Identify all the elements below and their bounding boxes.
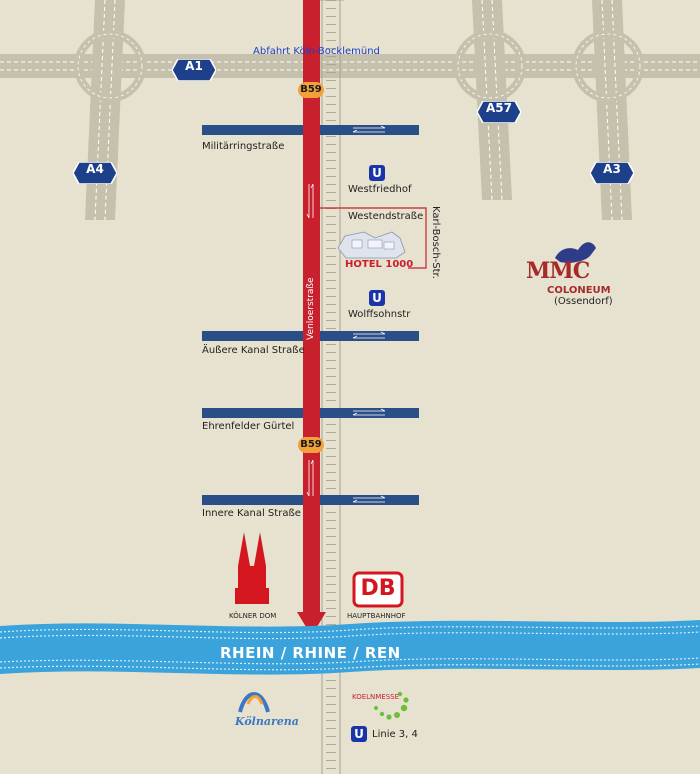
mmc-name: COLONEUM (547, 285, 611, 296)
river-label: RHEIN / RHINE / REN (220, 644, 401, 662)
a1-shield: A1 (172, 59, 216, 81)
mmc-logo: MMC (526, 258, 590, 284)
a3-label: A3 (603, 162, 621, 176)
hotel-label[interactable]: HOTEL 1000 (345, 259, 414, 270)
mmc-emblem-icon (555, 242, 596, 263)
ubahn-icon-wolffsohn: U (369, 290, 385, 306)
street-innere-kanal: Innere Kanal Straße (202, 508, 301, 519)
station-westfriedhof: Westfriedhof (348, 184, 412, 195)
hbf-label: HAUPTBAHNHOF (347, 612, 406, 620)
a57-label: A57 (486, 101, 512, 115)
cathedral-icon (235, 532, 269, 604)
river (0, 620, 700, 675)
a4-label: A4 (86, 162, 104, 176)
dom-label: KÖLNER DOM (229, 612, 277, 620)
mmc-location: (Ossendorf) (554, 296, 613, 307)
a3-shield: A3 (590, 162, 634, 184)
db-logo: DB (360, 576, 396, 601)
koelnmesse-logo-icon (374, 691, 409, 720)
hotel-building-icon (337, 231, 406, 259)
a1-label: A1 (185, 59, 203, 73)
street-aeussere-kanal: Äußere Kanal Straße (202, 345, 305, 356)
street-venloer: Venloerstraße (306, 277, 316, 340)
koelnarena-label: Kölnarena (235, 715, 299, 728)
ubahn-icon-westfriedhof: U (369, 165, 385, 181)
venloer-road (297, 0, 326, 636)
b59-badge-north: B59 (298, 82, 324, 98)
street-karl-bosch: Karl-Bosch-Str. (430, 206, 441, 279)
db-logo-icon (352, 571, 404, 608)
station-linie: Linie 3, 4 (372, 729, 418, 740)
ubahn-icon-linie: U (351, 726, 367, 742)
street-ehrenfelder: Ehrenfelder Gürtel (202, 421, 295, 432)
koelnarena-logo-icon (238, 692, 270, 713)
street-militaerring: Militärringstraße (202, 141, 285, 152)
b59-badge-south: B59 (298, 437, 324, 453)
exit-label: Abfahrt Köln-Bocklemünd (253, 46, 380, 57)
station-wolffsohn: Wolffsohnstr (348, 309, 411, 320)
a57-shield: A57 (477, 101, 521, 123)
koelnmesse-label: KOELNMESSE (352, 693, 400, 701)
street-westend: Westendstraße (348, 211, 424, 222)
a4-shield: A4 (73, 162, 117, 184)
hotel-route (320, 207, 427, 269)
